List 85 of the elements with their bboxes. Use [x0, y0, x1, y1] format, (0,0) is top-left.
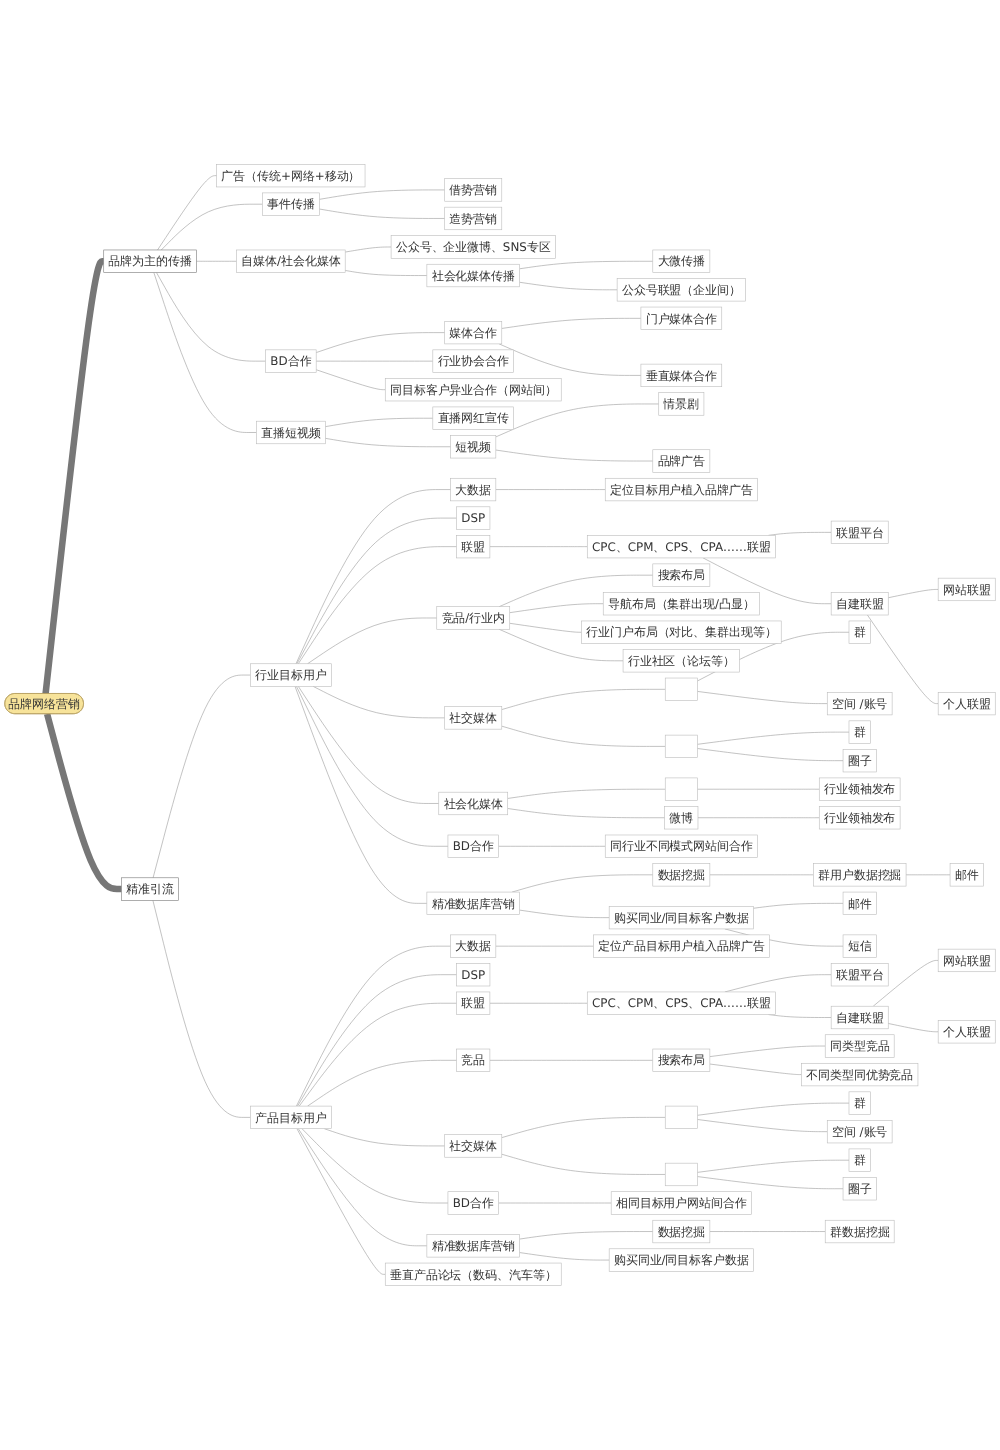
connector	[697, 748, 844, 761]
connector	[296, 945, 451, 1107]
connector	[298, 546, 457, 665]
connector	[887, 1023, 939, 1033]
connector	[325, 417, 434, 427]
connector	[509, 623, 582, 633]
connector	[296, 1128, 386, 1275]
connector	[323, 1128, 445, 1147]
connector	[297, 974, 457, 1107]
connector	[156, 272, 266, 362]
connector	[867, 614, 939, 704]
connector	[501, 689, 666, 710]
connector	[319, 189, 445, 200]
connector	[307, 1060, 457, 1107]
connector	[301, 1128, 449, 1204]
node-box	[664, 1105, 698, 1129]
connector	[315, 369, 386, 390]
connector	[519, 282, 618, 291]
connector	[298, 1002, 457, 1107]
connector	[498, 574, 654, 607]
connector	[697, 1176, 844, 1190]
node-box	[664, 1162, 698, 1187]
connector	[315, 360, 434, 362]
connector	[495, 403, 660, 438]
connector	[298, 686, 440, 804]
connector	[498, 343, 642, 376]
connector	[519, 909, 610, 918]
connector	[157, 175, 217, 251]
connector	[495, 489, 606, 490]
connector	[315, 332, 445, 353]
connector	[298, 1128, 428, 1247]
connector	[495, 945, 594, 947]
connector	[697, 1119, 828, 1132]
connector	[42, 258, 106, 695]
connector	[709, 1063, 802, 1075]
connector	[697, 691, 828, 704]
connector	[489, 546, 588, 547]
connector	[511, 874, 654, 893]
connector	[325, 438, 451, 448]
connector	[307, 617, 438, 665]
connector	[709, 1231, 826, 1232]
connector	[519, 1252, 610, 1261]
connector	[296, 517, 457, 665]
connector	[153, 272, 257, 433]
connector	[319, 208, 445, 219]
node-box	[664, 777, 698, 801]
connector	[872, 960, 939, 1007]
connector	[697, 788, 820, 790]
connector	[294, 686, 428, 904]
connector	[697, 1102, 850, 1116]
connector	[697, 1159, 850, 1173]
connector	[507, 788, 666, 799]
connector	[501, 725, 666, 747]
connector	[697, 731, 850, 745]
connector	[709, 874, 814, 876]
connector	[519, 260, 654, 270]
connector	[295, 489, 451, 665]
connector	[519, 1231, 654, 1240]
connector	[507, 808, 665, 819]
connector	[753, 903, 844, 909]
connector	[344, 270, 428, 276]
connector	[501, 318, 642, 329]
connector	[702, 557, 832, 604]
connector	[152, 900, 251, 1118]
connector	[905, 874, 951, 876]
connector	[709, 1045, 826, 1057]
connector	[152, 674, 251, 879]
connector	[498, 629, 624, 662]
connector	[344, 246, 392, 253]
connector	[887, 589, 939, 599]
connector	[196, 260, 237, 262]
connector	[495, 449, 654, 462]
connector	[312, 686, 445, 719]
connector	[501, 1153, 666, 1175]
connector	[296, 686, 449, 847]
connector	[501, 1117, 666, 1138]
connector	[489, 1002, 588, 1004]
connector	[509, 603, 604, 613]
node-box	[664, 677, 698, 701]
connector	[43, 713, 122, 893]
connector	[161, 203, 263, 251]
connector	[489, 1060, 654, 1061]
connector	[697, 817, 820, 819]
node-box	[664, 734, 698, 758]
connector	[498, 846, 606, 847]
